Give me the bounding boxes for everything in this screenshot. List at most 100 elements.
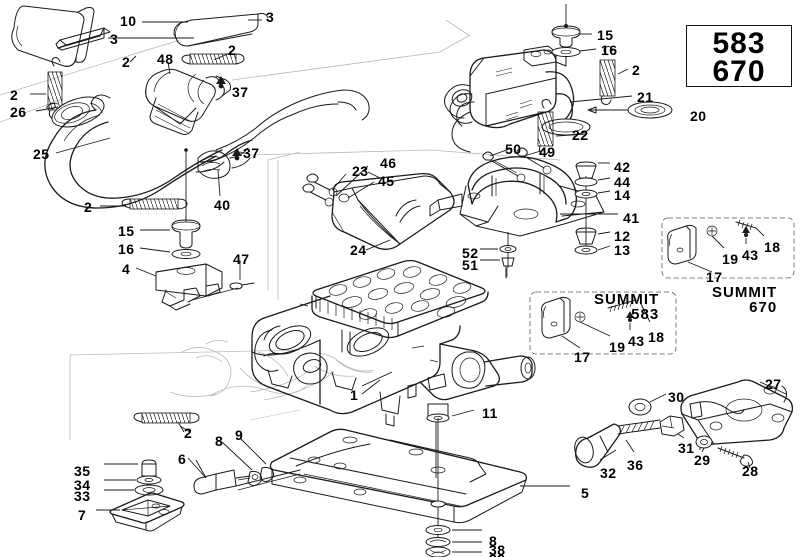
part-callout-summit-583-19: 19 [609,339,626,355]
part-callout-summit-583-18: 18 [648,329,665,345]
part-callout-31: 31 [678,440,695,456]
part-callout-2: 2 [228,42,237,58]
part-callout-38: 38 [489,542,506,557]
part-callout-2: 2 [184,425,193,441]
part-callout-49: 49 [539,144,556,160]
part-callout-29: 29 [694,452,711,468]
part-callout-summit-670-19: 19 [722,251,739,267]
ghost-suspension [169,340,375,401]
part-callout-2: 2 [632,62,641,78]
parts-23-46-45 [302,165,375,207]
part-callout-40: 40 [214,197,231,213]
part-callout-14: 14 [614,187,631,203]
part-37-pin-top [216,76,226,89]
parts-52-51 [480,232,517,279]
part-callout-37: 37 [232,84,249,100]
part-callout-24: 24 [350,242,367,258]
part-26-resonator [45,96,105,128]
part-37-pin-left [232,148,242,161]
part-callout-27: 27 [765,376,782,392]
part-callout-28: 28 [742,463,759,479]
part-callout-47: 47 [233,251,250,267]
assembly-stack-muffler-top [551,4,581,57]
part-callout-5: 5 [581,485,590,501]
part-callout-52: 52 [462,245,479,261]
part-callout-37: 37 [243,145,260,161]
part-callout-2: 2 [84,199,93,215]
part-callout-15: 15 [597,27,614,43]
part-callout-35: 35 [74,463,91,479]
part-callout-8: 8 [489,533,498,549]
part-callout-3: 3 [266,9,275,25]
part-callout-summit-583-17: 17 [574,349,591,365]
part-callout-48: 48 [157,51,174,67]
part-callout-summit-670-18: 18 [764,239,781,255]
part-callout-15: 15 [118,223,135,239]
part-callout-summit-583-43: 43 [628,333,645,349]
part-callout-33: 33 [74,488,91,504]
part-3-plate-left [55,27,111,51]
part-50-49-bolts [482,147,552,183]
part-20-gasket [587,101,673,119]
model-number-box: 583 670 [686,25,792,88]
part-callout-9: 9 [235,427,244,443]
part-callout-26: 26 [10,104,27,120]
part-10-baffle [11,5,95,67]
part-callout-51: 51 [462,257,479,273]
part-callout-50: 50 [505,141,522,157]
part-callout-summit-670-43: 43 [742,247,759,263]
part-callout-39: 39 [489,552,506,557]
part-callout-25: 25 [33,146,50,162]
part-callout-16: 16 [601,42,618,58]
part-2-spring-top-center [181,53,245,65]
variant-word-670: SUMMIT [712,284,778,301]
part-callout-41: 41 [623,210,640,226]
assembly-stack-bottom [425,418,482,557]
part-callout-21: 21 [637,89,654,105]
variant-label-summit-670: SUMMIT 670 [712,285,777,315]
part-11-washer [426,403,475,478]
part-callout-30: 30 [668,389,685,405]
construction-lines [0,19,561,440]
part-callout-2: 2 [10,87,19,103]
part-callout-8: 8 [215,433,224,449]
part-3-shield-right [173,13,269,47]
assembly-stack-right [560,161,618,255]
parts-6-8-9 [193,437,301,495]
part-callout-44: 44 [614,174,631,190]
variant-box-summit-583 [529,291,677,355]
part-callout-32: 32 [600,465,617,481]
part-callout-45: 45 [378,173,395,189]
part-callout-36: 36 [627,457,644,473]
part-25-tuned-pipe [44,89,370,209]
part-5-support-plate [269,428,570,524]
part-22-spring [537,99,554,155]
part-callout-16: 16 [118,241,135,257]
part-callout-1: 1 [350,387,359,403]
leader-lines [30,19,633,479]
part-callout-46: 46 [380,155,397,171]
part-callout-2: 2 [122,54,131,70]
part-callout-3: 3 [110,31,119,47]
part-21-muffler [444,45,591,153]
assembly-engine-mount-bottomleft [96,459,185,532]
part-callout-4: 4 [122,261,131,277]
part-callout-10: 10 [120,13,137,29]
part-callout-12: 12 [614,228,631,244]
part-callout-20: 20 [690,108,707,124]
part-callout-34: 34 [74,477,91,493]
variant-label-summit-583: SUMMIT 583 [594,292,659,322]
model-number-line1: 583 [712,27,766,60]
part-48-manifold [145,68,231,135]
part-callout-42: 42 [614,159,631,175]
bottom-right-linkage [574,379,794,469]
part-callout-22: 22 [572,127,589,143]
part-callout-13: 13 [614,242,631,258]
part-callout-23: 23 [352,163,369,179]
part-callout-11: 11 [482,405,498,421]
variant-word-583: SUMMIT [594,291,660,308]
part-2-spring-midleft [121,198,188,210]
part-callout-6: 6 [178,451,187,467]
variant-number-583: 583 [631,306,660,323]
